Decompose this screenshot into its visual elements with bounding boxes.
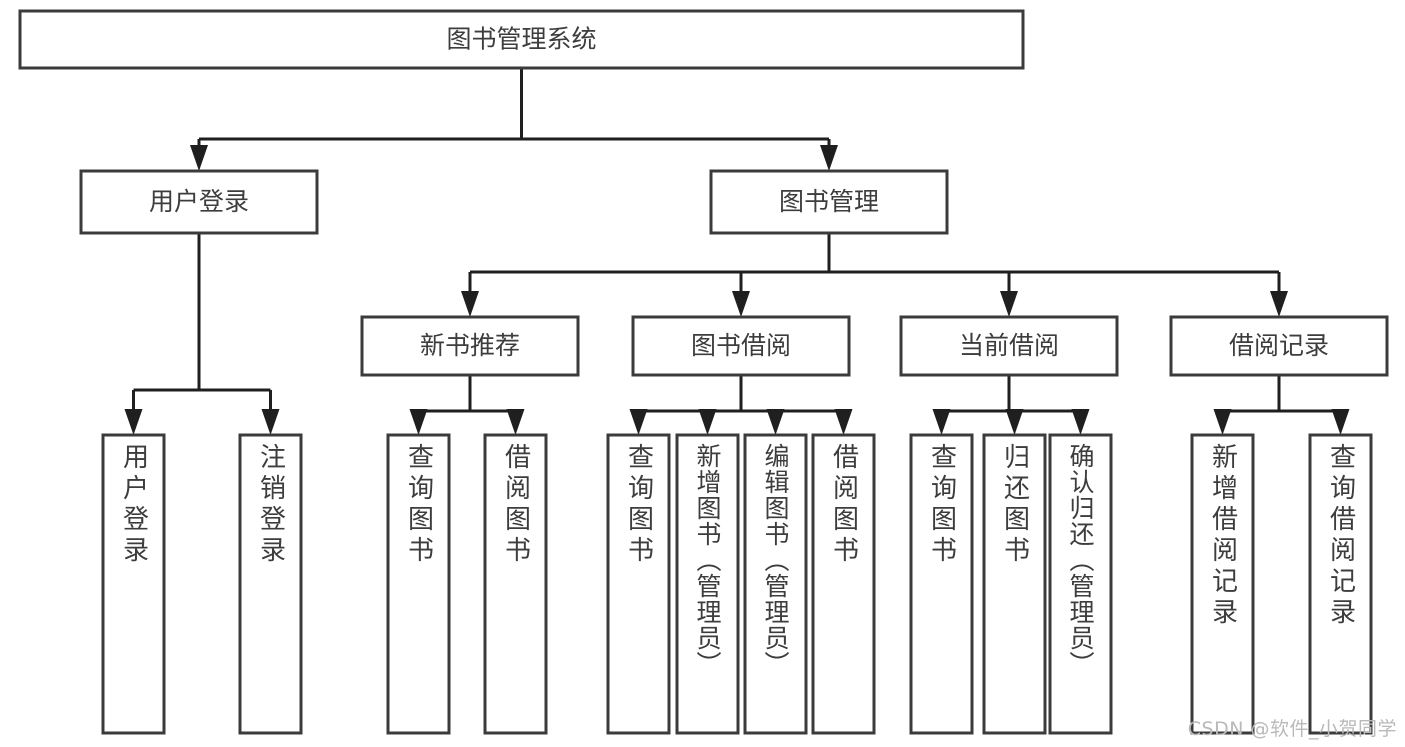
node-label-user-login: 用户登录 <box>149 187 249 216</box>
node-label-current-borrow: 当前借阅 <box>959 331 1059 360</box>
leaf-box-leaf-query-record[interactable] <box>1308 433 1373 735</box>
node-box-current-borrow[interactable] <box>899 315 1119 377</box>
leaf-box-leaf-query-book-2[interactable] <box>606 433 671 735</box>
node-box-book-manage[interactable] <box>709 169 949 235</box>
leaf-box-leaf-edit-book[interactable] <box>743 433 808 735</box>
leaf-box-leaf-query-book-3[interactable] <box>909 433 974 735</box>
node-box-borrow-record[interactable] <box>1169 315 1389 377</box>
node-label-new-book-recommend: 新书推荐 <box>420 331 520 360</box>
node-box-user-login[interactable] <box>79 169 319 235</box>
leaf-box-leaf-return-book[interactable] <box>982 433 1047 735</box>
node-label-book-borrow: 图书借阅 <box>691 331 791 360</box>
node-box-root[interactable] <box>18 9 1025 70</box>
leaf-box-leaf-add-record[interactable] <box>1190 433 1255 735</box>
node-label-borrow-record: 借阅记录 <box>1229 331 1329 360</box>
node-label-root: 图书管理系统 <box>446 25 596 54</box>
leaf-box-leaf-borrow-book-1[interactable] <box>483 433 548 735</box>
node-box-new-book-recommend[interactable] <box>360 315 580 377</box>
box-layer <box>18 9 1389 735</box>
leaf-box-leaf-add-book[interactable] <box>675 433 740 735</box>
leaf-box-leaf-user-logout[interactable] <box>238 433 303 735</box>
node-label-book-manage: 图书管理 <box>779 187 879 216</box>
leaf-box-leaf-borrow-book-2[interactable] <box>811 433 876 735</box>
watermark: CSDN @软件_小贺同学 <box>1187 718 1397 740</box>
leaf-box-leaf-user-login[interactable] <box>101 433 166 735</box>
leaf-box-leaf-confirm-return[interactable] <box>1048 433 1113 735</box>
connector-layer <box>124 68 1350 435</box>
leaf-box-leaf-query-book-1[interactable] <box>386 433 451 735</box>
node-box-book-borrow[interactable] <box>631 315 851 377</box>
